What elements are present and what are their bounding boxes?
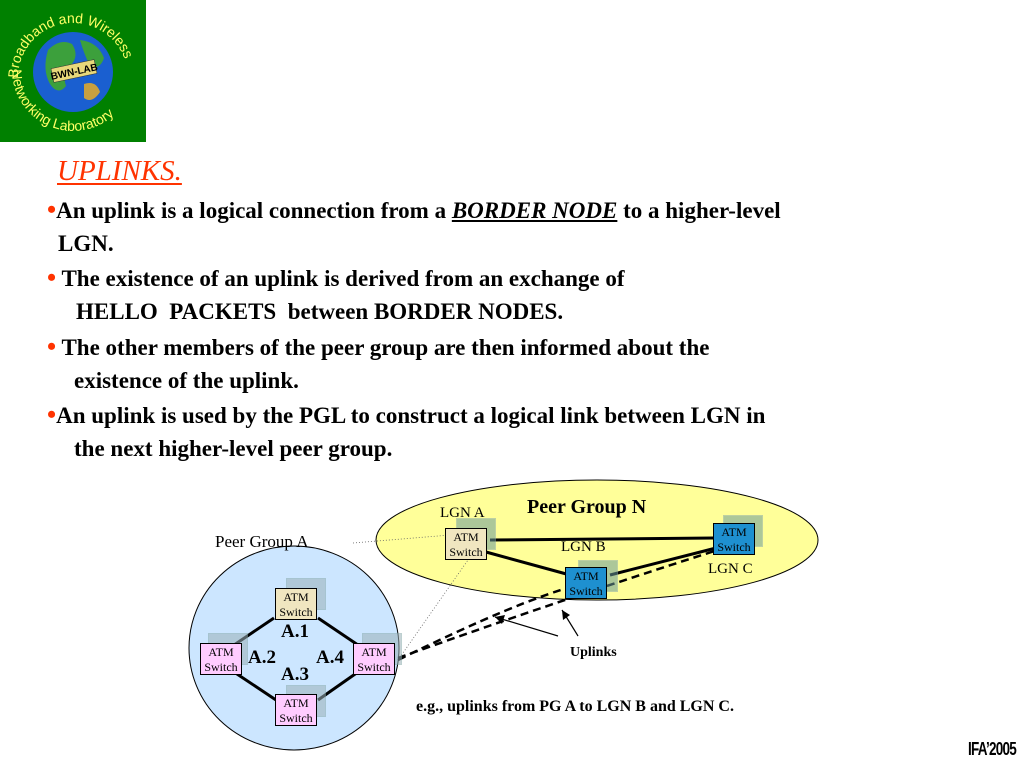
- switch-label-line1: ATM: [283, 696, 309, 710]
- bullet-1-post: to a higher-level: [617, 198, 781, 223]
- bullet-2-line2: HELLO PACKETS between BORDER NODES.: [76, 299, 564, 324]
- bullet-dot-icon: •: [47, 195, 57, 224]
- a4-label: A.4: [316, 647, 344, 668]
- switch-label-line1: ATM: [453, 530, 479, 544]
- bullet-dot-icon: •: [47, 400, 57, 429]
- a3-label: A.3: [281, 664, 309, 685]
- a2-label: A.2: [248, 647, 276, 668]
- switch-label-line2: Switch: [357, 660, 391, 674]
- bullet-4-line2: the next higher-level peer group.: [74, 436, 393, 461]
- footer-tag: IFA’2005: [967, 739, 1017, 759]
- bwn-lab-logo: BWN-LAB Broadband and Wireless Networkin…: [0, 0, 146, 142]
- uplink-to-lgn-c: [397, 546, 725, 660]
- switch-label-line2: Switch: [279, 605, 313, 619]
- arrowhead-icon: [495, 615, 505, 624]
- switch-label-line1: ATM: [573, 569, 599, 583]
- bullet-1: •An uplink is a logical connection from …: [47, 193, 781, 228]
- switch-label-line2: Switch: [569, 584, 603, 598]
- peer-group-a-label: Peer Group A: [215, 532, 309, 551]
- bullet-dot-icon: •: [47, 263, 57, 292]
- switch-label-line2: Switch: [204, 660, 238, 674]
- a1-label: A.1: [281, 621, 309, 642]
- switch-label-line2: Switch: [717, 540, 751, 554]
- bullet-2-line1: The existence of an uplink is derived fr…: [61, 266, 625, 291]
- switch-label-line1: ATM: [361, 645, 387, 659]
- arrowhead-icon: [562, 610, 570, 620]
- bullet-3: • The other members of the peer group ar…: [47, 330, 709, 365]
- switch-label-line2: Switch: [449, 545, 483, 559]
- peer-group-n-label: Peer Group N: [527, 496, 647, 518]
- slide-title: UPLINKS.: [57, 155, 182, 187]
- bullet-4: •An uplink is used by the PGL to constru…: [47, 398, 765, 433]
- lgn-b-label: LGN B: [561, 539, 606, 555]
- switch-label-line2: Switch: [279, 711, 313, 725]
- link-a1-a4: [317, 616, 359, 647]
- bullet-dot-icon: •: [47, 332, 57, 361]
- uplink-to-lgn-b: [397, 583, 579, 662]
- link-lgn-a-lgn-c: [489, 536, 715, 542]
- bullet-3-line2: existence of the uplink.: [74, 368, 299, 393]
- bullet-4-line1: An uplink is used by the PGL to construc…: [56, 403, 766, 428]
- bullet-3-line1: The other members of the peer group are …: [61, 335, 710, 360]
- switch-label-line1: ATM: [283, 590, 309, 604]
- link-lgn-a-lgn-b: [485, 550, 571, 577]
- switch-label-line1: ATM: [208, 645, 234, 659]
- lgn-c-label: LGN C: [708, 561, 753, 577]
- zoom-line-top: [352, 534, 451, 544]
- bullet-1-pre: An uplink is a logical connection from a: [56, 198, 452, 223]
- switch-label-line1: ATM: [721, 525, 747, 539]
- uplinks-arrow-1: [494, 616, 559, 637]
- bullet-1-line2: LGN.: [58, 231, 114, 256]
- lgn-a-label: LGN A: [440, 505, 485, 521]
- link-a2-a3: [233, 670, 277, 702]
- bullet-2: • The existence of an uplink is derived …: [47, 261, 625, 296]
- uplinks-label: Uplinks: [570, 645, 617, 660]
- diagram-caption: e.g., uplinks from PG A to LGN B and LGN…: [416, 698, 734, 715]
- link-lgn-b-lgn-c: [609, 546, 717, 577]
- border-node-term: BORDER NODE: [451, 198, 618, 223]
